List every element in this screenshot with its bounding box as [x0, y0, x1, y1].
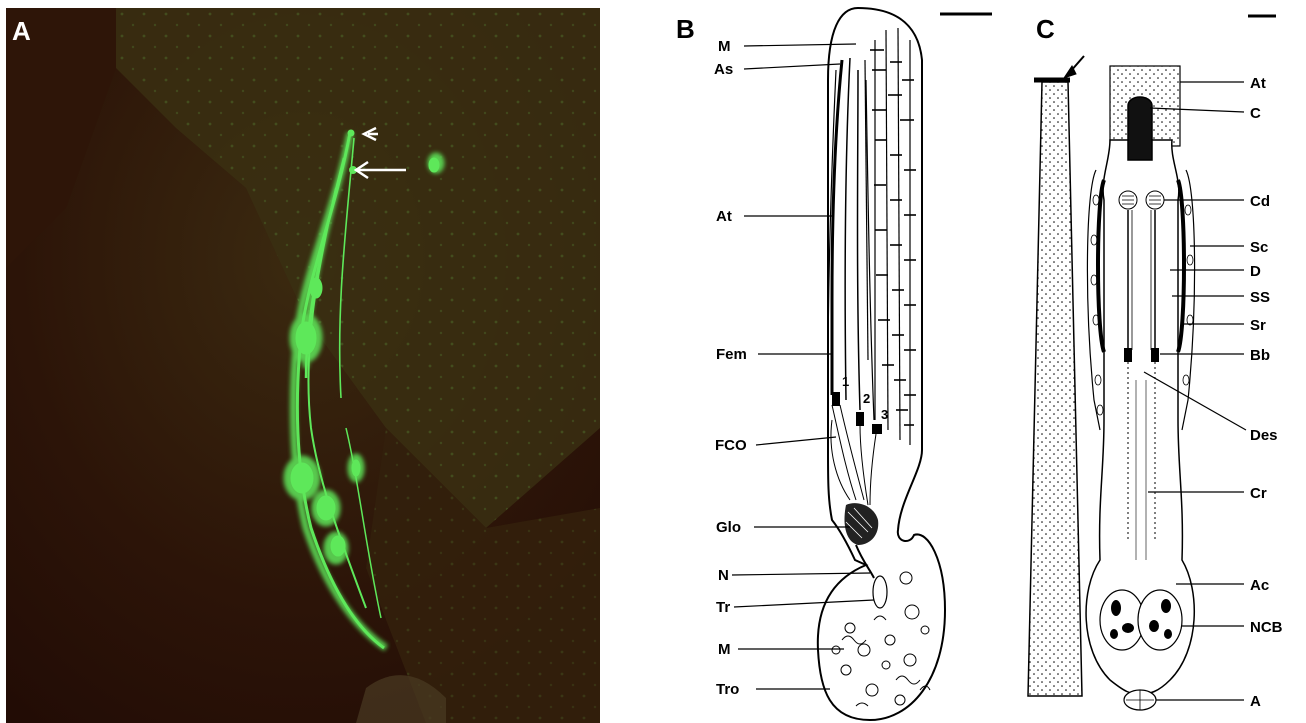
label-fem: Fem — [716, 346, 747, 363]
fluorescence-image — [6, 8, 600, 723]
pointer-arrow-icon — [1064, 56, 1084, 78]
label-des: Des — [1250, 427, 1278, 444]
scolopidium-3 — [872, 424, 882, 434]
panel-label-a: A — [12, 18, 31, 44]
scolopidium-2 — [856, 412, 864, 426]
label-m-bottom: M — [718, 641, 731, 658]
label-sr: Sr — [1250, 317, 1266, 334]
scolopidium-diagram: At C Cd Sc D SS Sr Bb Des Cr Ac NCB A — [1000, 0, 1306, 723]
trachea — [873, 576, 887, 608]
label-bb: Bb — [1250, 347, 1270, 364]
label-fco: FCO — [715, 437, 747, 454]
label-n: N — [718, 567, 729, 584]
label-sc: Sc — [1250, 239, 1268, 256]
label-d: D — [1250, 263, 1261, 280]
femur-diagram: 1 2 3 — [660, 0, 1000, 723]
panel-b-drawing: 1 2 3 — [660, 0, 1000, 723]
label-ss: SS — [1250, 289, 1270, 306]
attachment-strand — [1028, 82, 1082, 696]
label-as: As — [714, 61, 733, 78]
label-cd: Cd — [1250, 193, 1270, 210]
scolopidium-label-2: 2 — [863, 391, 870, 406]
scolopidium-label-3: 3 — [881, 407, 888, 422]
label-m-top: M — [718, 38, 731, 55]
panel-a-micrograph — [6, 8, 600, 723]
label-at: At — [716, 208, 732, 225]
label-at: At — [1250, 75, 1266, 92]
scolopidium-label-1: 1 — [842, 374, 849, 389]
label-c: C — [1250, 105, 1261, 122]
panel-c-drawing: At C Cd Sc D SS Sr Bb Des Cr Ac NCB A — [1000, 0, 1306, 723]
scolopidium-1 — [832, 392, 840, 406]
label-tr: Tr — [716, 599, 730, 616]
label-ac: Ac — [1250, 577, 1269, 594]
label-a: A — [1250, 693, 1261, 710]
neuron-cell-body — [1138, 590, 1182, 650]
label-glo: Glo — [716, 519, 741, 536]
label-ncb: NCB — [1250, 619, 1283, 636]
scolopidium-body — [1086, 66, 1195, 710]
label-cr: Cr — [1250, 485, 1267, 502]
label-tro: Tro — [716, 681, 739, 698]
